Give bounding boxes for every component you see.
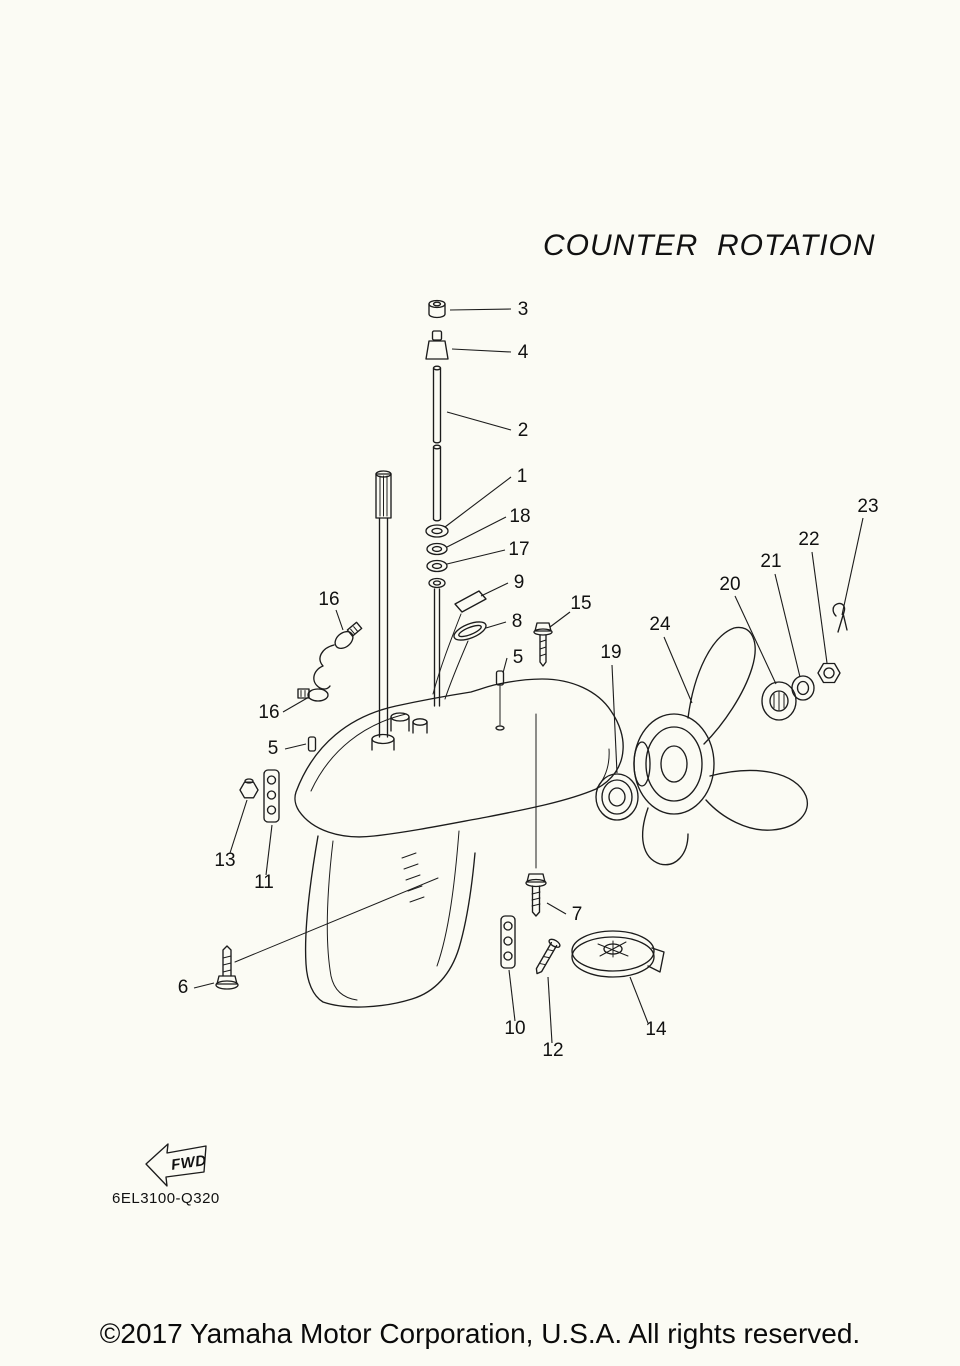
callout-leader-5	[284, 743, 307, 750]
callout-leader-9	[480, 582, 509, 597]
callout-leader-7	[546, 902, 567, 915]
callout-leader-5	[502, 657, 508, 674]
fwd-stamp: FWD	[145, 1143, 208, 1187]
callout-label-3: 3	[518, 299, 529, 320]
bearing-carrier-drawing	[595, 773, 639, 821]
propeller-drawing	[633, 626, 808, 866]
callout-leader-20	[734, 595, 777, 685]
gearcase-housing-drawing	[234, 678, 624, 1008]
prop-hardware-drawing	[761, 602, 848, 721]
callout-label-23: 23	[857, 496, 878, 517]
callout-leader-8	[485, 621, 507, 629]
key-and-seal-drawing	[432, 590, 487, 700]
clamps-drawing	[297, 621, 505, 752]
impeller-plate-drawing	[571, 930, 665, 978]
callout-label-9: 9	[514, 572, 525, 593]
driveshaft-drawing	[375, 470, 392, 738]
callout-label-7: 7	[572, 904, 583, 925]
callout-label-5: 5	[268, 738, 279, 759]
brackets-drawing	[239, 769, 516, 969]
diagram-code: 6EL3100-Q320	[112, 1190, 220, 1207]
callout-label-16: 16	[258, 702, 279, 723]
callout-label-10: 10	[504, 1018, 525, 1039]
callout-leader-18	[446, 516, 507, 548]
callout-label-4: 4	[518, 342, 529, 363]
callout-leader-17	[446, 549, 506, 565]
callout-leader-2	[446, 411, 512, 431]
callout-label-2: 2	[518, 420, 529, 441]
callout-leader-14	[629, 976, 649, 1024]
callout-label-11: 11	[254, 872, 274, 893]
callout-label-1: 1	[517, 466, 528, 487]
callout-label-16: 16	[318, 589, 339, 610]
callout-label-17: 17	[508, 539, 529, 560]
callout-leader-1	[444, 476, 512, 528]
callout-label-20: 20	[719, 574, 740, 595]
callout-label-5: 5	[513, 647, 524, 668]
callout-leader-12	[547, 976, 553, 1044]
bolts-drawing	[215, 622, 561, 990]
callout-leader-19	[611, 664, 618, 774]
callout-label-13: 13	[214, 850, 235, 871]
copyright-text: ©2017 Yamaha Motor Corporation, U.S.A. A…	[99, 1318, 861, 1349]
callout-label-14: 14	[645, 1019, 667, 1040]
callout-label-21: 21	[760, 551, 781, 572]
callout-leader-16	[335, 609, 344, 631]
callout-layer: 3421181798155161651311671012141924202122…	[178, 299, 879, 1061]
callout-leader-4	[451, 348, 512, 353]
callout-label-18: 18	[509, 506, 530, 527]
callout-leader-13	[229, 799, 248, 854]
callout-label-24: 24	[649, 614, 671, 635]
callout-leader-15	[549, 611, 571, 628]
callout-leader-22	[811, 551, 828, 664]
callout-label-12: 12	[542, 1040, 563, 1061]
callout-leader-10	[508, 969, 516, 1022]
callout-leader-11	[265, 824, 273, 876]
callout-leader-16	[282, 696, 310, 713]
callout-label-19: 19	[600, 642, 621, 663]
diagram-title: COUNTER ROTATION	[543, 229, 876, 262]
callout-label-6: 6	[178, 977, 189, 998]
callout-leader-6	[193, 982, 215, 989]
callout-leader-24	[663, 636, 693, 704]
fwd-label: FWD	[170, 1152, 208, 1174]
callout-leader-3	[449, 308, 512, 311]
callout-label-15: 15	[570, 593, 591, 614]
callout-label-22: 22	[798, 529, 819, 550]
shift-rod-parts-drawing	[425, 299, 449, 707]
callout-leader-21	[774, 573, 801, 678]
callout-leader-23	[841, 517, 864, 616]
callout-label-8: 8	[512, 611, 523, 632]
